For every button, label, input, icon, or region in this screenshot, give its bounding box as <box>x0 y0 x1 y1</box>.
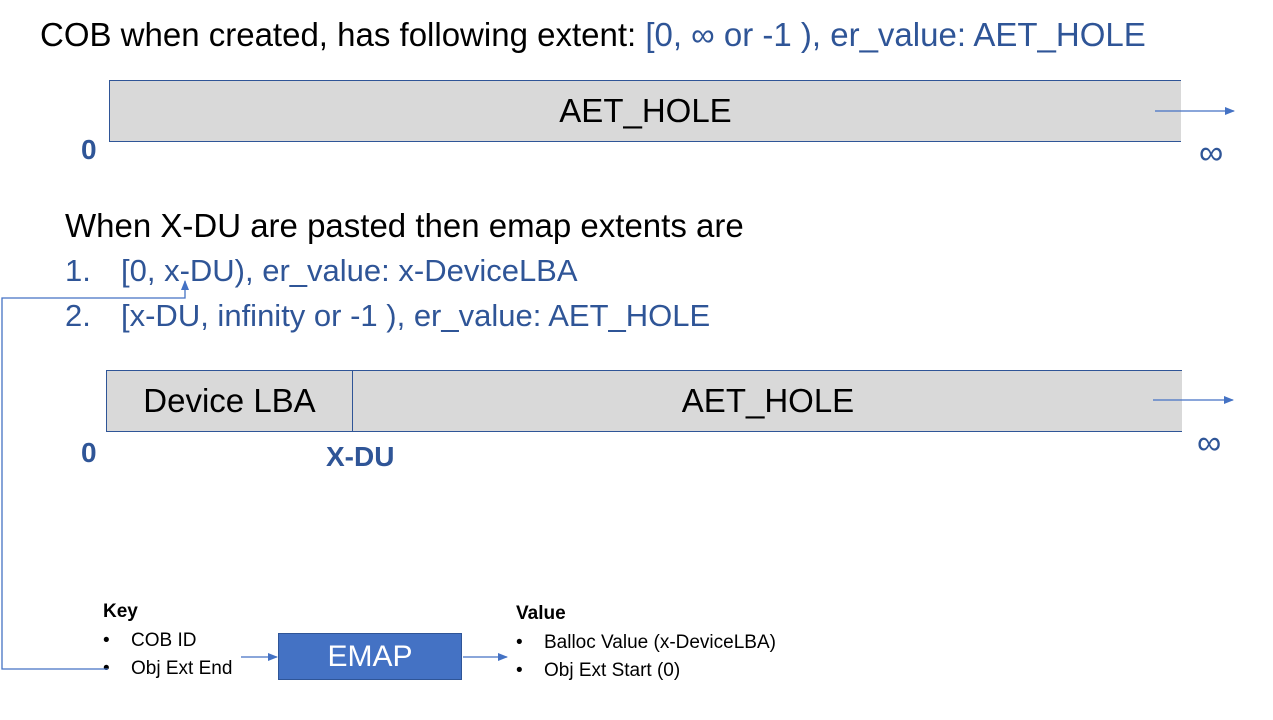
key-item-cob-id: • COB ID <box>103 630 196 652</box>
bullet-icon: • <box>516 632 523 653</box>
bar2-start-label: 0 <box>81 437 97 468</box>
key-title: Key <box>103 601 138 622</box>
aet-hole-label-2: AET_HOLE <box>681 382 855 419</box>
list-number-1: 1. <box>65 253 91 288</box>
value-item-balloc: • Balloc Value (x-DeviceLBA) <box>516 632 776 654</box>
value-item-obj-ext-start: • Obj Ext Start (0) <box>516 660 680 682</box>
bar2-infinity-label: ∞ <box>1197 424 1222 462</box>
aet-hole-segment-2: AET_HOLE <box>354 371 1182 431</box>
extent-list-item-1: 1. [0, x-DU), er_value: x-DeviceLBA <box>65 253 578 289</box>
value-item-text: Obj Ext Start (0) <box>544 660 681 681</box>
bar1-infinity-label: ∞ <box>1199 134 1224 172</box>
key-item-text: COB ID <box>131 630 197 651</box>
heading: COB when created, has following extent: … <box>40 16 1146 54</box>
emap-box: EMAP <box>278 633 462 680</box>
aet-hole-segment: AET_HOLE <box>110 81 1181 141</box>
value-item-text: Balloc Value (x-DeviceLBA) <box>544 632 776 653</box>
heading-extent: [0, ∞ or -1 ), er_value: AET_HOLE <box>645 16 1146 53</box>
key-item-text: Obj Ext End <box>131 658 233 679</box>
extent-list-item-2: 2. [x-DU, infinity or -1 ), er_value: AET… <box>65 298 710 334</box>
list-number-2: 2. <box>65 298 91 333</box>
emap-label: EMAP <box>327 639 413 673</box>
extent-bar-initial: AET_HOLE <box>109 80 1181 142</box>
extent-bar-pasted: Device LBA AET_HOLE <box>106 370 1182 432</box>
value-title: Value <box>516 603 566 624</box>
xdu-label: X-DU <box>326 441 395 472</box>
key-to-extent-arrow <box>1 280 189 670</box>
bullet-icon: • <box>516 660 523 681</box>
heading-prefix: COB when created, has following extent: <box>40 16 646 53</box>
device-lba-label: Device LBA <box>143 382 316 419</box>
list-text-1: [0, x-DU), er_value: x-DeviceLBA <box>121 253 578 288</box>
bullet-icon: • <box>103 630 110 651</box>
device-lba-segment: Device LBA <box>107 371 353 431</box>
section2-title: When X-DU are pasted then emap extents a… <box>65 207 744 244</box>
aet-hole-label: AET_HOLE <box>559 92 732 129</box>
bar1-start-label: 0 <box>81 134 97 165</box>
list-text-2: [x-DU, infinity or -1 ), er_value: AET_H… <box>121 298 711 333</box>
